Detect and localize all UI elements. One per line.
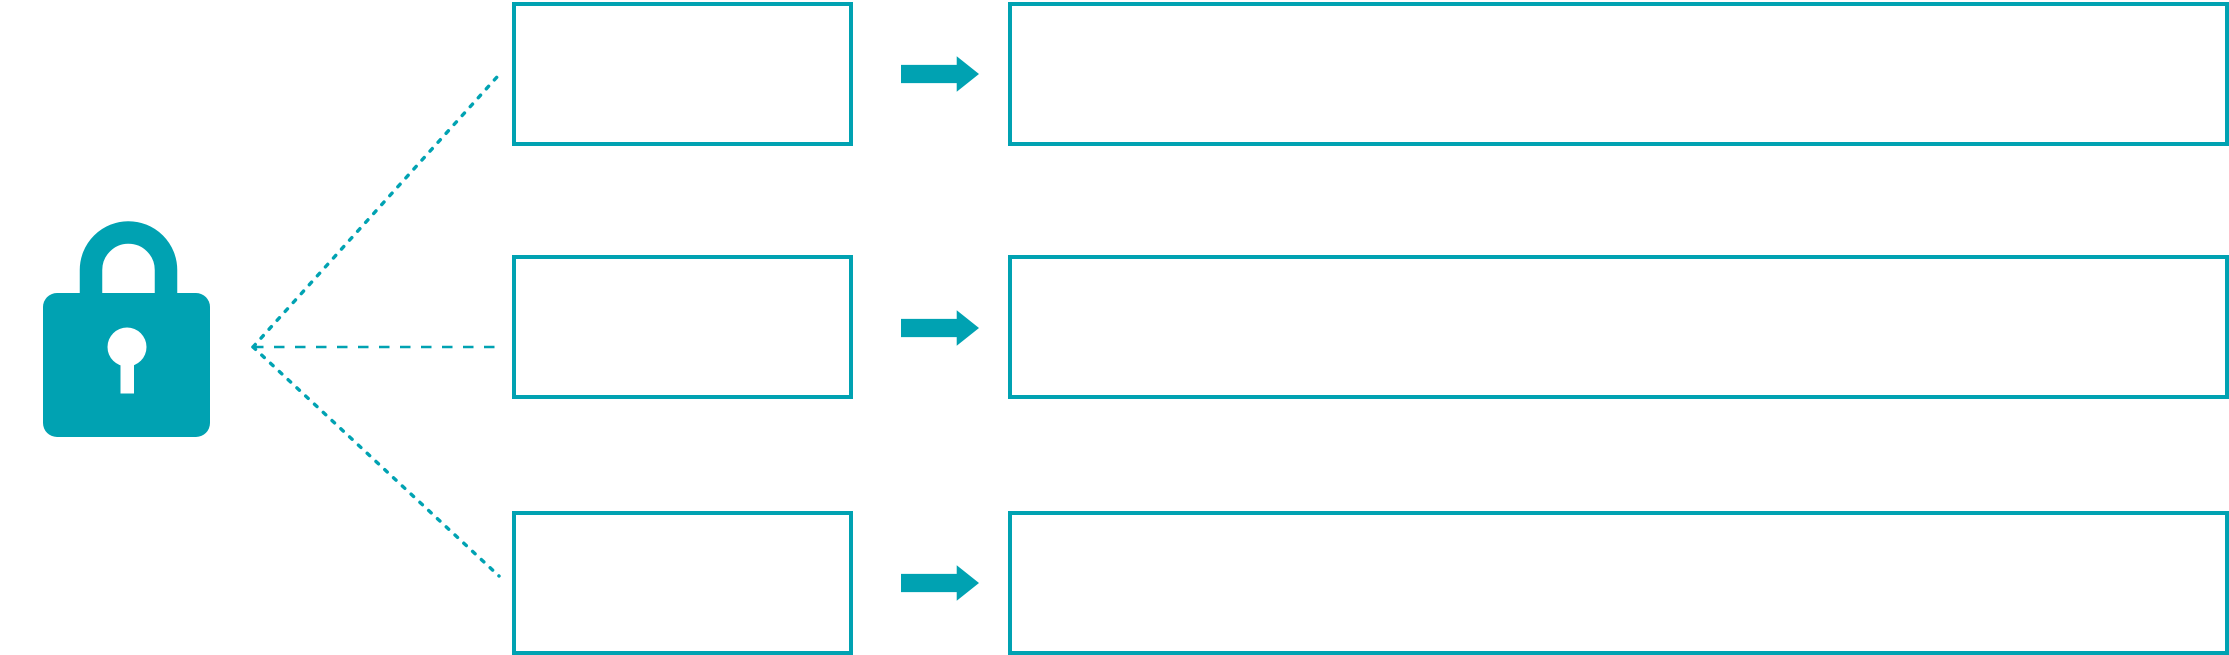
- connector-line-top: [251, 75, 499, 349]
- right-arrow-icon: [901, 565, 979, 601]
- lock-shackle: [79, 221, 178, 312]
- lock-icon: [43, 220, 210, 437]
- source-box-3: [512, 511, 853, 655]
- right-arrow-icon: [901, 310, 979, 346]
- lock-keyhole-circle: [107, 327, 147, 367]
- source-box-1: [512, 2, 853, 146]
- right-arrow-icon: [901, 56, 979, 92]
- target-box-3: [1008, 511, 2229, 655]
- target-box-2: [1008, 255, 2229, 399]
- lock-keyhole-stem: [120, 352, 134, 394]
- target-box-1: [1008, 2, 2229, 146]
- connector-line-bottom: [251, 345, 501, 578]
- source-box-2: [512, 255, 853, 399]
